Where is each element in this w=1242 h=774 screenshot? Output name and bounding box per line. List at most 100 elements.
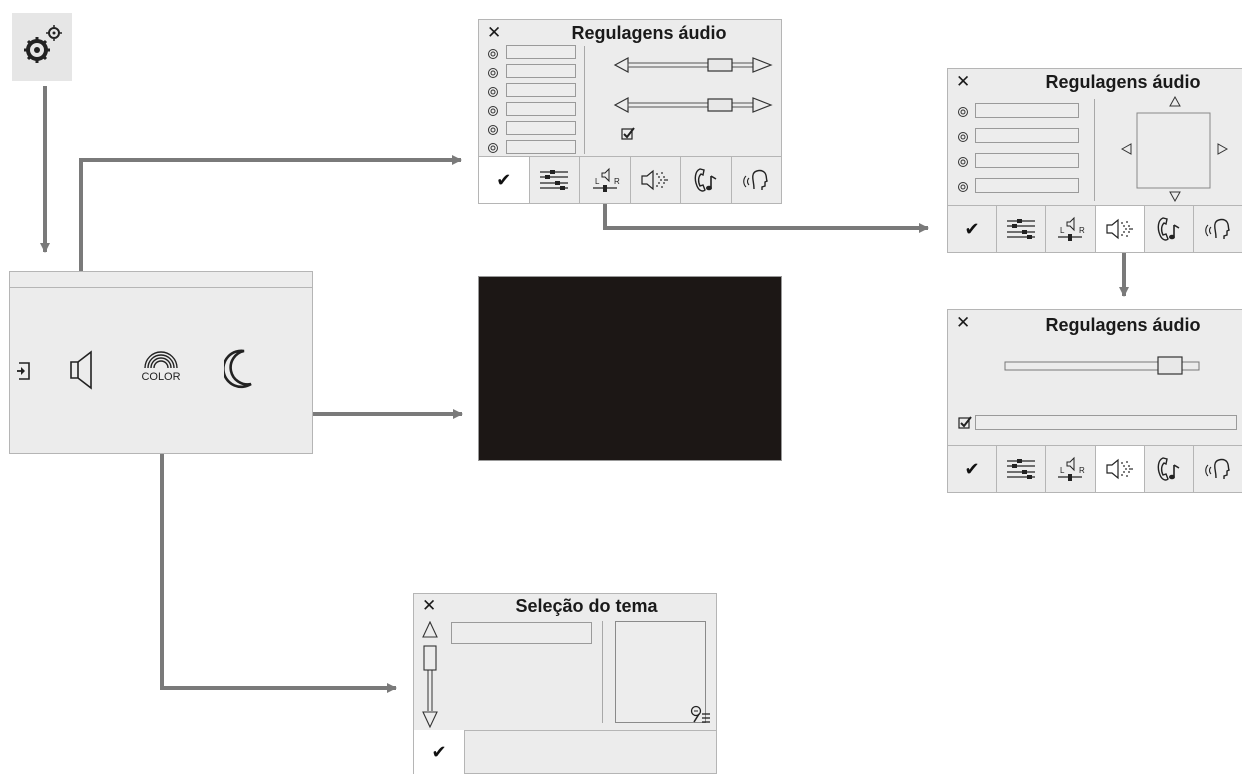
preset-field[interactable] <box>975 178 1079 193</box>
preset-field[interactable] <box>506 140 576 154</box>
check-icon: ✔ <box>964 218 980 239</box>
phone-music-icon <box>694 168 717 192</box>
tab-confirm[interactable]: ✔ <box>479 157 529 203</box>
svg-text:L: L <box>1060 466 1065 475</box>
speaker-sound-icon <box>1105 458 1133 480</box>
tab-surround[interactable] <box>629 157 681 203</box>
equalizer-icon <box>540 170 569 190</box>
tab-equalizer[interactable] <box>528 157 580 203</box>
gears-icon <box>24 25 62 63</box>
theme-preview <box>615 621 706 723</box>
checkbox-checked[interactable] <box>621 127 635 141</box>
equalizer-icon <box>1007 459 1036 479</box>
close-icon[interactable]: ✕ <box>956 313 971 332</box>
moon-icon[interactable] <box>222 348 254 395</box>
treble-slider[interactable] <box>613 95 773 115</box>
svg-text:R: R <box>1079 466 1085 475</box>
main-menu-panel: COLOR <box>9 271 313 454</box>
preset-field[interactable] <box>975 153 1079 168</box>
voice-icon <box>743 169 769 190</box>
check-icon: ✔ <box>964 458 980 479</box>
tab-confirm[interactable]: ✔ <box>948 446 996 492</box>
preset-field[interactable] <box>506 45 576 59</box>
settings-button[interactable] <box>12 13 72 81</box>
tab-equalizer[interactable] <box>996 206 1045 252</box>
checkbox-checked[interactable] <box>958 416 972 430</box>
zoom-list-icon[interactable] <box>690 705 712 725</box>
tab-phone-music[interactable] <box>1143 446 1193 492</box>
radio-icon[interactable] <box>957 105 969 123</box>
panel-title: Regulagens áudio <box>571 23 727 43</box>
tab-voice[interactable] <box>730 157 782 203</box>
spatial-pad[interactable] <box>1120 95 1230 205</box>
radio-icon[interactable] <box>957 180 969 198</box>
radio-icon[interactable] <box>487 47 499 65</box>
radio-icon[interactable] <box>957 130 969 148</box>
scrollbar[interactable] <box>421 621 439 729</box>
theme-footer-line <box>414 730 716 731</box>
theme-panel: ✕ Seleção do tema ✔ <box>413 593 717 774</box>
close-icon[interactable]: ✕ <box>422 596 437 615</box>
radio-icon[interactable] <box>487 141 499 159</box>
option-field[interactable] <box>975 415 1237 430</box>
preset-field[interactable] <box>506 121 576 135</box>
preset-field[interactable] <box>975 103 1079 118</box>
preset-field[interactable] <box>506 83 576 97</box>
color-button[interactable]: COLOR <box>134 348 188 389</box>
preset-field[interactable] <box>506 102 576 116</box>
speaker-sound-icon <box>641 169 669 191</box>
tab-voice[interactable] <box>1192 446 1242 492</box>
close-icon[interactable]: ✕ <box>956 72 971 91</box>
divider <box>584 46 585 154</box>
preset-field[interactable] <box>506 64 576 78</box>
radio-icon[interactable] <box>957 155 969 173</box>
volume-slider[interactable] <box>1003 356 1203 376</box>
radio-icon[interactable] <box>487 104 499 122</box>
color-label: COLOR <box>141 371 180 383</box>
preset-field[interactable] <box>975 128 1079 143</box>
panel-title: Regulagens áudio <box>1045 72 1201 92</box>
tab-surround[interactable] <box>1094 206 1144 252</box>
divider <box>602 621 603 723</box>
tab-surround[interactable] <box>1094 446 1144 492</box>
tab-voice[interactable] <box>1192 206 1242 252</box>
divider <box>1094 99 1095 201</box>
exit-icon[interactable] <box>16 362 32 385</box>
bass-slider[interactable] <box>613 55 773 75</box>
speaker-sound-icon <box>1105 218 1133 240</box>
radio-icon[interactable] <box>487 85 499 103</box>
radio-icon[interactable] <box>487 123 499 141</box>
radio-icon[interactable] <box>487 66 499 84</box>
voice-icon <box>1205 218 1230 239</box>
svg-text:L: L <box>595 177 600 186</box>
svg-text:L: L <box>1060 226 1065 235</box>
tab-phone-music[interactable] <box>1143 206 1193 252</box>
theme-confirm-button[interactable]: ✔ <box>414 730 465 774</box>
tab-phone-music[interactable] <box>680 157 731 203</box>
rainbow-color-icon: COLOR <box>141 351 181 383</box>
check-icon: ✔ <box>496 169 512 190</box>
tab-equalizer[interactable] <box>996 446 1045 492</box>
close-icon[interactable]: ✕ <box>487 23 502 42</box>
phone-music-icon <box>1157 217 1180 241</box>
svg-text:R: R <box>614 177 620 186</box>
speaker-icon[interactable] <box>69 350 97 395</box>
phone-music-icon <box>1157 457 1180 481</box>
tab-confirm[interactable]: ✔ <box>948 206 996 252</box>
theme-item-field[interactable] <box>451 622 592 644</box>
equalizer-icon <box>1007 219 1036 239</box>
voice-icon <box>1205 458 1230 479</box>
panel-title: Seleção do tema <box>515 596 658 616</box>
main-menu-header-line <box>10 287 312 288</box>
